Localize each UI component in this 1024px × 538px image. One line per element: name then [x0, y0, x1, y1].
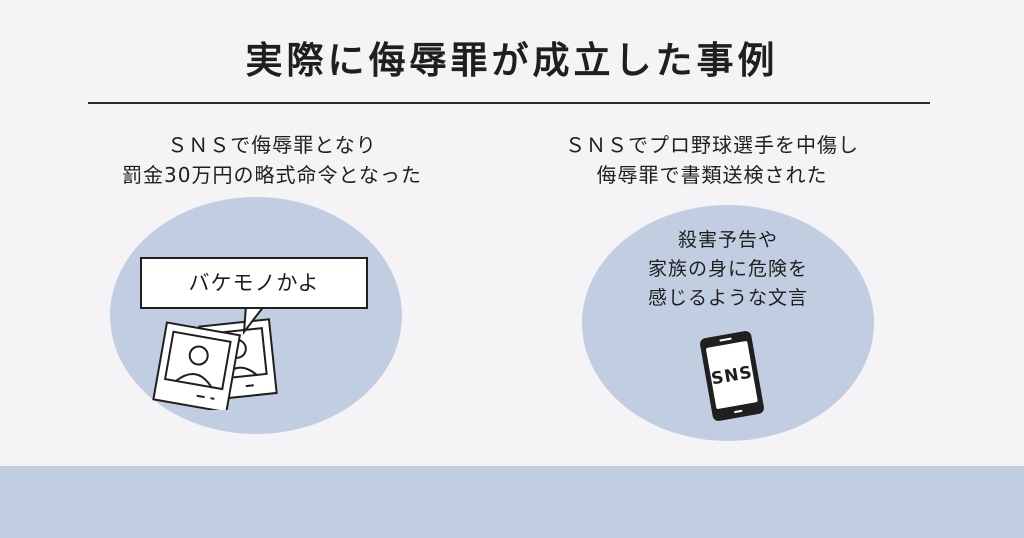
left-case-caption: ＳＮＳで侮辱罪となり 罰金30万円の略式命令となった [52, 130, 492, 190]
threat-line-1: 殺害予告や [677, 229, 778, 251]
threat-line-2: 家族の身に危険を [647, 258, 808, 280]
footer-band [0, 466, 1024, 538]
left-caption-line-1: ＳＮＳで侮辱罪となり [167, 133, 377, 157]
left-caption-line-2: 罰金30万円の略式命令となった [122, 163, 422, 187]
threat-line-3: 感じるような文言 [647, 287, 808, 309]
photo-portraits-icon [152, 318, 278, 410]
speech-bubble: バケモノかよ [140, 257, 368, 309]
threat-description: 殺害予告や 家族の身に危険を 感じるような文言 [582, 226, 874, 313]
right-caption-line-1: ＳＮＳでプロ野球選手を中傷し [565, 133, 859, 157]
title-divider [88, 102, 930, 104]
right-caption-line-2: 侮辱罪で書類送検された [596, 163, 828, 187]
smartphone-icon: SNS [696, 330, 768, 422]
right-case-caption: ＳＮＳでプロ野球選手を中傷し 侮辱罪で書類送検された [492, 130, 932, 190]
page-title: 実際に侮辱罪が成立した事例 [245, 39, 779, 82]
